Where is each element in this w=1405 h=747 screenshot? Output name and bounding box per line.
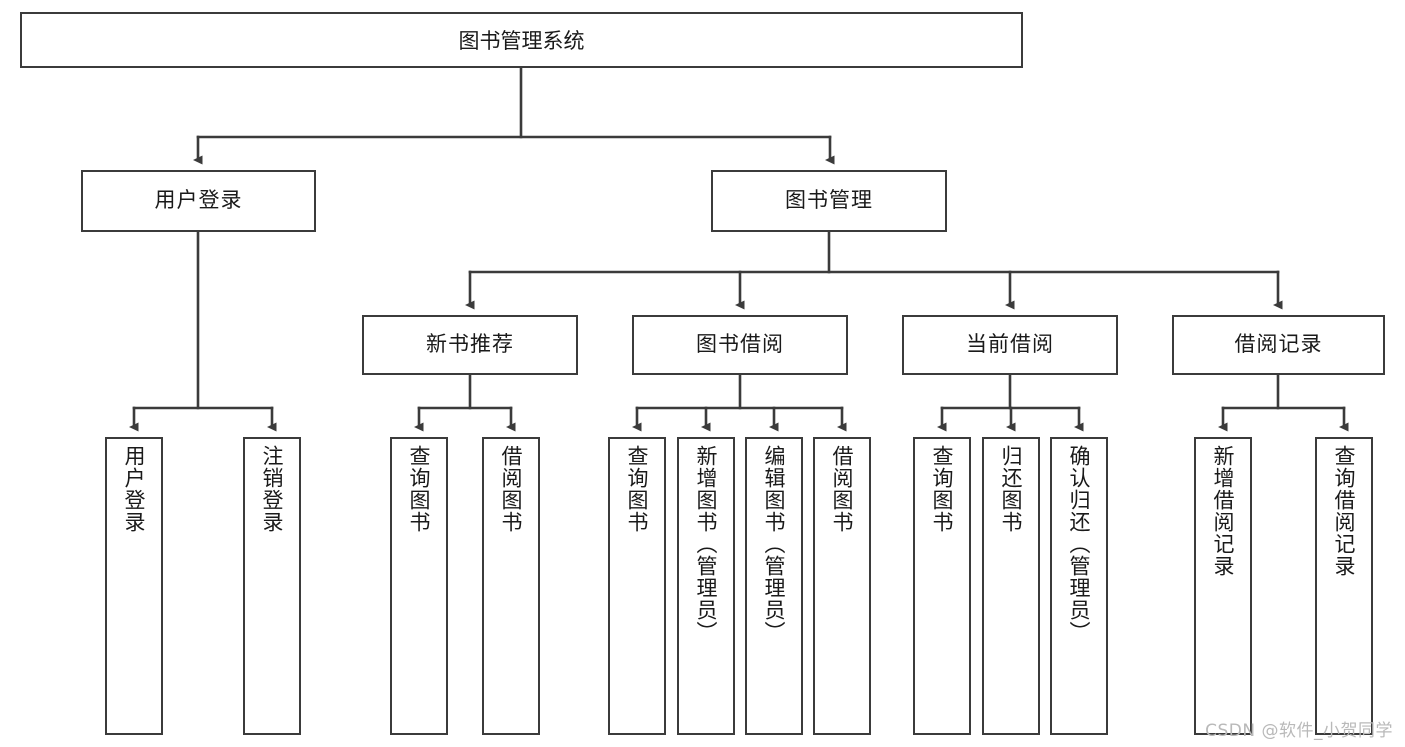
node-user-login[interactable]: 用户登录 <box>81 170 316 232</box>
node-leaf-borrow-book-2-label: 借阅图书 <box>830 445 855 533</box>
node-leaf-query-record-label: 查询借阅记录 <box>1332 445 1357 577</box>
node-current-borrow[interactable]: 当前借阅 <box>902 315 1118 375</box>
node-leaf-add-book[interactable]: 新增图书（管理员） <box>677 437 735 735</box>
node-new-book-recommend[interactable]: 新书推荐 <box>362 315 578 375</box>
node-book-borrow-label: 图书借阅 <box>696 332 784 357</box>
node-leaf-user-login-label: 用户登录 <box>122 445 147 533</box>
node-borrow-record[interactable]: 借阅记录 <box>1172 315 1385 375</box>
node-current-borrow-label: 当前借阅 <box>966 332 1054 357</box>
node-leaf-borrow-book-1[interactable]: 借阅图书 <box>482 437 540 735</box>
node-new-book-recommend-label: 新书推荐 <box>426 332 514 357</box>
node-leaf-add-record-label: 新增借阅记录 <box>1211 445 1236 577</box>
node-user-login-label: 用户登录 <box>154 188 243 213</box>
node-leaf-add-record[interactable]: 新增借阅记录 <box>1194 437 1252 735</box>
node-leaf-return-book[interactable]: 归还图书 <box>982 437 1040 735</box>
node-leaf-query-book-1[interactable]: 查询图书 <box>390 437 448 735</box>
node-leaf-borrow-book-2[interactable]: 借阅图书 <box>813 437 871 735</box>
node-leaf-user-login[interactable]: 用户登录 <box>105 437 163 735</box>
node-leaf-query-book-3-label: 查询图书 <box>930 445 955 533</box>
node-leaf-confirm-return[interactable]: 确认归还（管理员） <box>1050 437 1108 735</box>
node-leaf-return-book-label: 归还图书 <box>999 445 1024 533</box>
node-borrow-record-label: 借阅记录 <box>1234 332 1323 357</box>
node-leaf-edit-book[interactable]: 编辑图书（管理员） <box>745 437 803 735</box>
node-leaf-query-book-2-label: 查询图书 <box>625 445 650 533</box>
node-root-label: 图书管理系统 <box>458 29 585 53</box>
node-leaf-add-book-label: 新增图书（管理员） <box>694 445 719 643</box>
node-book-borrow[interactable]: 图书借阅 <box>632 315 848 375</box>
node-leaf-confirm-return-label: 确认归还（管理员） <box>1067 445 1092 643</box>
node-leaf-query-record[interactable]: 查询借阅记录 <box>1315 437 1373 735</box>
node-leaf-query-book-1-label: 查询图书 <box>407 445 432 533</box>
node-book-manage[interactable]: 图书管理 <box>711 170 947 232</box>
node-leaf-edit-book-label: 编辑图书（管理员） <box>762 445 787 643</box>
watermark: CSDN @软件_小贺同学 <box>1205 721 1393 741</box>
node-leaf-query-book-3[interactable]: 查询图书 <box>913 437 971 735</box>
node-leaf-logout[interactable]: 注销登录 <box>243 437 301 735</box>
node-leaf-query-book-2[interactable]: 查询图书 <box>608 437 666 735</box>
node-book-manage-label: 图书管理 <box>785 188 873 213</box>
node-leaf-borrow-book-1-label: 借阅图书 <box>499 445 524 533</box>
node-root[interactable]: 图书管理系统 <box>20 12 1023 68</box>
node-leaf-logout-label: 注销登录 <box>260 445 285 533</box>
